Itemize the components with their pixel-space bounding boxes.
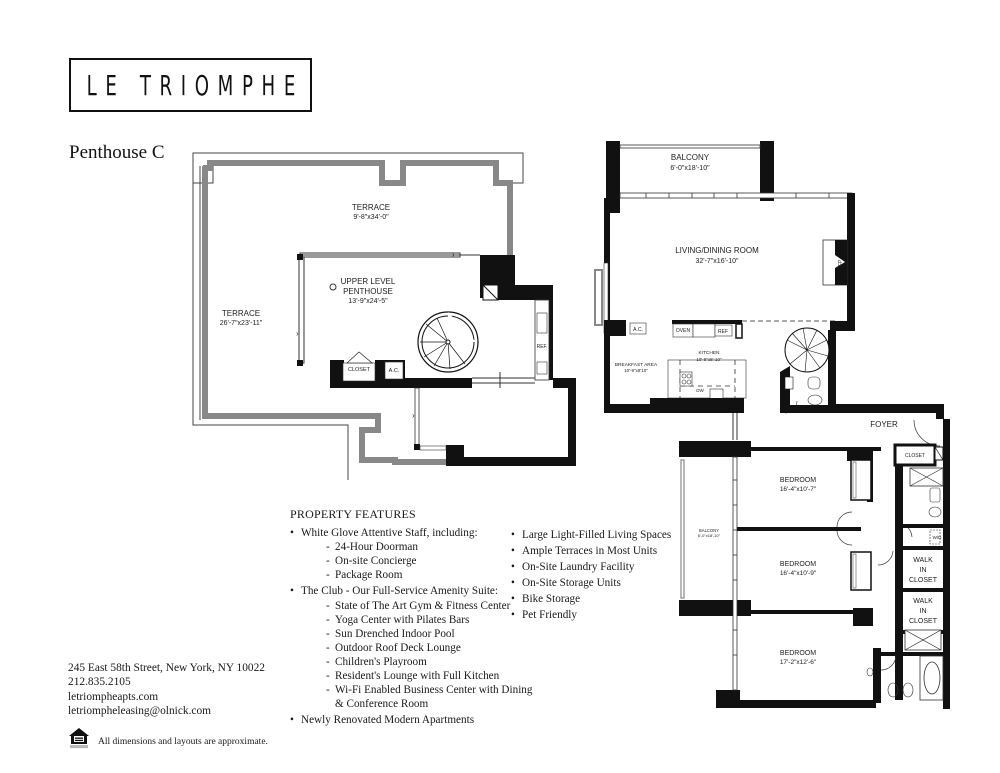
svg-text:›: ›: [296, 329, 299, 338]
contact-info: 245 East 58th Street, New York, NY 10022…: [68, 661, 265, 719]
terrace-left-label: TERRACE: [222, 309, 260, 318]
logo: LE TRIOMPHE: [69, 58, 312, 112]
website-link[interactable]: letriompheapts.com: [68, 690, 159, 703]
feature-item: Pet Friendly: [511, 607, 671, 623]
living-dims: 32'-7"x16'-10": [695, 258, 739, 265]
spiral-stair-main-icon: [784, 321, 855, 412]
feature-subitem: On-site Concierge: [301, 554, 533, 568]
phone: 212.835.2105: [68, 676, 131, 689]
bedroom3-dims: 17'-2"x12'-6": [780, 659, 817, 666]
bedroom1-dims: 16'-4"x10'-7": [780, 486, 817, 493]
bedroom3-label: BEDROOM: [780, 650, 816, 657]
main-level-walls: FP: [594, 141, 950, 709]
terrace-top-label: TERRACE: [352, 203, 390, 212]
feature-renovated: Newly Renovated Modern Apartments: [290, 713, 533, 727]
logo-text: LE TRIOMPHE: [86, 68, 304, 102]
upper-closet-label: CLOSET: [348, 367, 371, 373]
email-link[interactable]: letriompheleasing@olnick.com: [68, 705, 212, 718]
kitchen-dims: 10'-9"x8'-10": [696, 357, 722, 362]
oven-label: OVEN: [676, 328, 691, 334]
upper-ref-label: REF.: [537, 344, 548, 350]
feature-staff-text: White Glove Attentive Staff, including:: [301, 527, 478, 540]
walk-in-1-l1: WALK: [913, 557, 933, 564]
walk-in-2-l1: WALK: [913, 598, 933, 605]
upper-level-dims: 13'-9"x24'-5": [348, 298, 388, 305]
living-label: LIVING/DINING ROOM: [675, 246, 759, 255]
svg-text:›: ›: [412, 411, 415, 420]
feature-item: On-Site Storage Units: [511, 575, 671, 591]
closet-label: CLOSET: [905, 453, 925, 459]
feature-club-text: The Club - Our Full-Service Amenity Suit…: [301, 585, 498, 598]
walk-in-2-l2: IN: [920, 608, 927, 615]
bedroom2-label: BEDROOM: [780, 561, 816, 568]
feature-item: Ample Terraces in Most Units: [511, 543, 671, 559]
kitchen-label: KITCHEN: [698, 350, 720, 356]
upper-ac-label: A.C.: [389, 368, 400, 374]
foyer-label: FOYER: [870, 420, 898, 429]
ac-label: A.C.: [633, 327, 643, 333]
balcony-side-label: BALCONY: [699, 528, 719, 533]
terrace-outline: [192, 152, 524, 480]
upper-level-label: UPPER LEVEL: [341, 277, 396, 286]
equal-housing-opportunity-icon: [69, 728, 89, 749]
terrace-top-dims: 9'-8"x34'-0": [353, 214, 389, 221]
feature-subitem: Sun Drenched Indoor Pool: [301, 627, 533, 641]
disclaimer: All dimensions and layouts are approxima…: [98, 737, 268, 747]
feature-subitem-continued: & Conference Room: [335, 698, 429, 711]
feature-staff: White Glove Attentive Staff, including: …: [290, 526, 533, 582]
features-heading: PROPERTY FEATURES: [290, 507, 416, 521]
svg-text:›: ›: [452, 250, 455, 259]
feature-subitem: Wi-Fi Enabled Business Center with Dinin…: [301, 683, 533, 697]
property-features-right: Large Light-Filled Living Spaces Ample T…: [511, 527, 671, 623]
feature-subitem: State of The Art Gym & Fitness Center: [301, 599, 533, 613]
ref-label: REF: [718, 329, 728, 335]
balcony-top-label: BALCONY: [671, 153, 710, 162]
wd-label: W/D: [933, 535, 942, 540]
feature-subitem: Children's Playroom: [301, 655, 533, 669]
terrace-left-dims: 26'-7"x23'-11": [220, 320, 263, 327]
property-features: PROPERTY FEATURES White Glove Attentive …: [290, 507, 533, 729]
breakfast-label: BREAKFAST AREA: [615, 362, 658, 368]
walk-in-1-l3: CLOSET: [909, 577, 938, 584]
feature-club: The Club - Our Full-Service Amenity Suit…: [290, 584, 533, 711]
dw-label: DW: [696, 388, 704, 393]
spiral-stair-icon: [417, 311, 479, 373]
upper-level-label-2: PENTHOUSE: [343, 287, 393, 296]
feature-subitem: 24-Hour Doorman: [301, 540, 533, 554]
balcony-top-dims: 6'-0"x18'-10": [670, 165, 710, 172]
bedroom2-dims: 16'-4"x10'-9": [780, 570, 817, 577]
balcony-side-dims: 6'-0"x18'-10": [698, 533, 721, 538]
feature-subitem: Outdoor Roof Deck Lounge: [301, 641, 533, 655]
walk-in-2-l3: CLOSET: [909, 618, 938, 625]
feature-subitem: Yoga Center with Pilates Bars: [301, 613, 533, 627]
feature-item: Large Light-Filled Living Spaces: [511, 527, 671, 543]
walk-in-1-l2: IN: [920, 567, 927, 574]
feature-item: Bike Storage: [511, 591, 671, 607]
svg-text:FP: FP: [838, 259, 844, 266]
feature-subitem: Package Room: [301, 568, 533, 582]
feature-item: On-Site Laundry Facility: [511, 559, 671, 575]
bedroom1-label: BEDROOM: [780, 477, 816, 484]
feature-subitem: Resident's Lounge with Full Kitchen: [301, 669, 533, 683]
unit-title: Penthouse C: [69, 142, 165, 163]
breakfast-dims: 10'-9"x8'10": [624, 368, 648, 373]
upper-level-walls: › › ›: [296, 250, 576, 466]
address: 245 East 58th Street, New York, NY 10022: [68, 662, 266, 674]
